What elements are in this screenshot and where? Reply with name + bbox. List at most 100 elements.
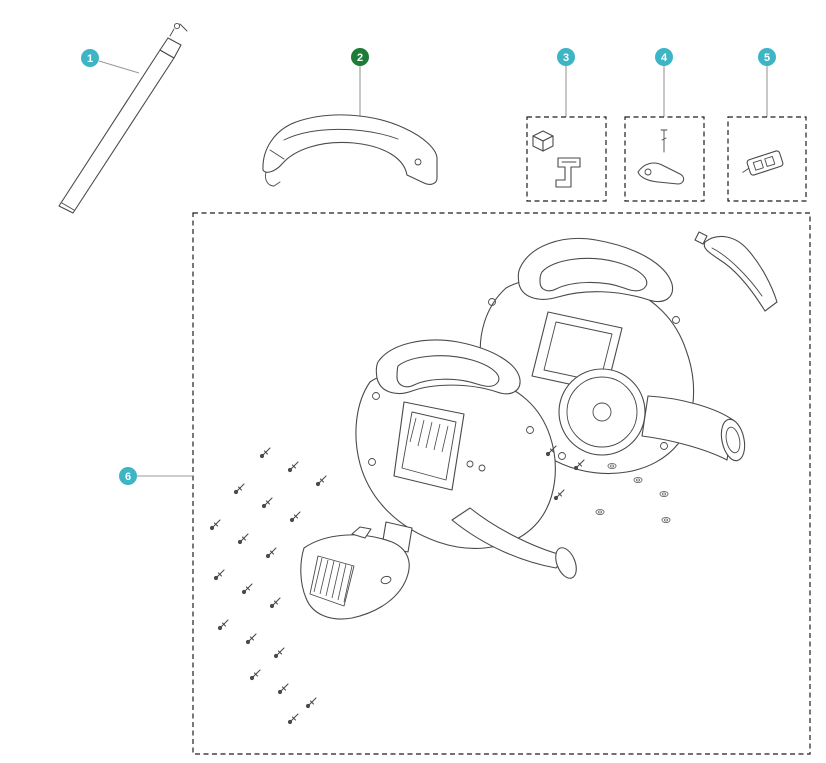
part-5-connector[interactable] [727,116,807,202]
connector-body [746,150,784,176]
callout-circle-3[interactable] [557,48,575,66]
part-3-hardware-kit[interactable] [526,116,607,202]
screw [265,547,277,559]
outlet-end [555,547,577,579]
screw [249,669,261,681]
connector-part-icon [742,150,784,176]
screw-part-icon [660,129,668,153]
boss-screw-5 [660,442,668,450]
rear-grip-piece [694,231,778,312]
tube-wire [179,23,188,32]
screw [553,489,565,501]
cover-hole [380,575,392,585]
group-box-3 [526,116,607,202]
front-window-hatch [409,417,449,453]
screw [213,569,225,581]
grip-body [703,235,778,312]
group-box-5 [727,116,807,202]
part-1-blower-tube[interactable] [58,22,188,214]
callout-circle-1[interactable] [81,49,99,67]
screw [269,597,281,609]
screw [277,683,289,695]
screw [217,619,229,631]
cube-right [542,135,554,152]
screw [273,647,285,659]
lever-part-icon [637,162,685,185]
screw [261,497,273,509]
lever-body [637,162,685,185]
grip-inner-line [711,247,763,297]
washer [661,516,671,524]
screw [287,461,299,473]
handle-end-cap [269,149,285,160]
tube-body [58,49,175,214]
screw-thread-line [661,137,667,141]
callout-badge-4[interactable]: 4 [655,48,673,66]
cube-part-icon [532,130,554,152]
fan-volute-outer [558,368,646,456]
screw [233,483,245,495]
callout-badge-2[interactable]: 2 [351,48,369,66]
screw [209,519,221,531]
front-boss-2 [526,426,534,434]
part-2-handle[interactable] [262,114,438,187]
screw [305,697,317,709]
washer [595,508,605,516]
grip-tab [694,231,708,245]
callout-badge-5[interactable]: 5 [758,48,776,66]
connector-pin-1 [752,159,764,171]
handle-body [262,114,438,185]
boss-screw-2 [672,316,680,324]
tube-end-line [61,202,75,211]
screw [241,583,253,595]
callout-badge-6[interactable]: 6 [119,467,137,485]
screw [237,533,249,545]
boss-screw-4 [558,452,566,460]
clip-body [555,157,581,188]
fan-hub [592,402,612,422]
grille-frame [309,555,355,607]
part-4-hardware-kit[interactable] [624,116,705,202]
front-boss-1 [372,392,380,400]
side-cover-body [300,534,410,620]
handle-top-line [283,128,399,141]
screw [245,633,257,645]
connector-pin-2 [764,155,776,167]
boss-screw-1 [488,298,496,306]
cover-latch-tab [351,526,372,539]
group-box-4 [624,116,705,202]
nozzle-body [641,395,734,461]
callout-circle-2[interactable] [351,48,369,66]
callout-circle-4[interactable] [655,48,673,66]
rear-housing-handle-hole [539,257,648,292]
tube-tip [169,28,175,37]
group-box-6 [192,212,811,755]
front-boss-3 [368,458,376,466]
clip-part-icon [555,157,581,188]
front-housing-handle-hole [396,355,500,388]
front-button-2 [478,464,486,472]
tube-fitting [159,37,182,59]
front-window-outer [393,401,465,491]
lever-hole [644,168,652,176]
washer [659,490,669,498]
callout-badge-3[interactable]: 3 [557,48,575,66]
handle-strap-loop [265,171,281,187]
callout-circle-5[interactable] [758,48,776,66]
grille-hatch [313,557,353,603]
washer [633,476,643,484]
front-window-inner [401,411,457,481]
screw [259,447,271,459]
callout-circle-6[interactable] [119,467,137,485]
connector-tail [742,167,750,173]
screw [287,713,299,725]
handle-screw-hole [414,158,422,166]
front-button-1 [466,460,474,468]
callout-badge-1[interactable]: 1 [81,49,99,67]
tube-hook [173,22,181,30]
washer [607,462,617,470]
part-6-housing-assembly[interactable] [192,212,811,755]
screw [289,511,301,523]
fan-volute-inner [566,376,638,448]
